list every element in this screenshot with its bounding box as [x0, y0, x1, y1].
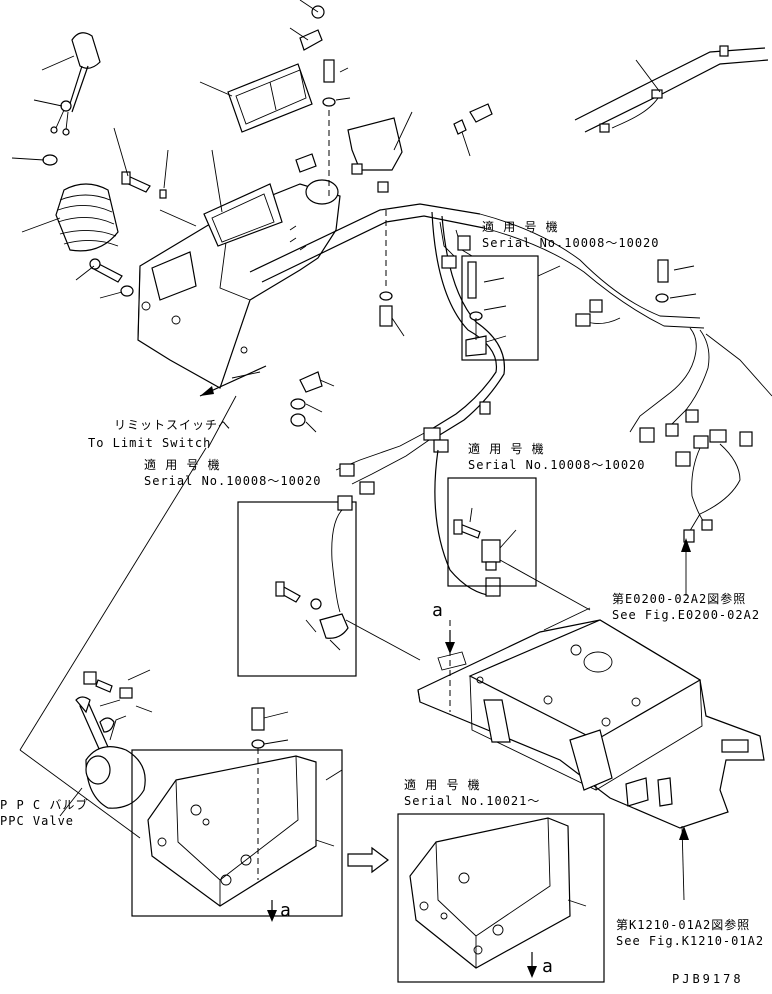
applicable-models-label-4: 適 用 号 機	[404, 778, 481, 792]
drawing-code: PJB9178	[672, 972, 744, 986]
pointer-to-limit-switch	[199, 365, 267, 397]
nut-left	[11, 154, 58, 166]
harness-detail-top-right	[574, 45, 769, 133]
reference-k1210-jp: 第K1210-01A2図参照	[616, 918, 751, 932]
console-cover	[137, 149, 341, 389]
serial-range-label-3: Serial No.10008～10020	[144, 474, 322, 488]
serial-range-label-1: Serial No.10008～10020	[482, 236, 660, 250]
bolt-vertical-top	[322, 59, 351, 200]
small-clip-near-console	[295, 153, 317, 173]
serial-range-label-4: Serial No.10021～	[404, 794, 541, 808]
marker-a-arrow-top	[445, 630, 455, 654]
reference-e0200-jp: 第E0200-02A2図参照	[612, 592, 747, 606]
bolt-washer-left	[75, 258, 134, 299]
limit-switch-label-jp: リミットスイッチへ	[114, 418, 232, 432]
display-panel	[199, 63, 313, 133]
reference-e0200-en: See Fig.E0200-02A2	[612, 608, 761, 622]
detail-box-lower-left	[131, 707, 343, 922]
marker-a-lower-left: a	[280, 900, 291, 921]
bolt-center-top	[113, 127, 169, 199]
serial-range-label-2: Serial No.10008～10020	[468, 458, 646, 472]
ppc-valve-label-jp: P P C バルブ	[0, 798, 89, 812]
detail-box-serial-2	[447, 477, 591, 611]
bolt-washer-right	[655, 259, 697, 303]
detail-box-serial-3	[237, 495, 421, 677]
bracket-harness-clamp	[347, 103, 493, 193]
clip-bracket-lower	[290, 371, 335, 433]
detail-box-serial-1	[461, 255, 561, 361]
marker-a-top: a	[432, 600, 443, 621]
leader-lines	[19, 395, 687, 839]
reference-k1210-en: See Fig.K1210-01A2	[616, 934, 765, 948]
applicable-models-label-1: 適 用 号 機	[482, 220, 559, 234]
ppc-valve-assembly	[75, 669, 153, 809]
detail-box-serial-10021	[397, 813, 605, 983]
lever-knob	[33, 32, 101, 136]
small-bolt-top	[299, 0, 325, 19]
wiring-harness-main	[249, 203, 772, 597]
bracket-plate-top	[289, 27, 323, 51]
limit-switch-label-en: To Limit Switch	[88, 436, 212, 450]
applicable-models-label-2: 適 用 号 機	[468, 442, 545, 456]
marker-a-lower-right: a	[542, 956, 553, 977]
rubber-boot	[21, 183, 119, 252]
variant-arrow	[347, 846, 389, 874]
applicable-models-label-3: 適 用 号 機	[144, 458, 221, 472]
bolt-washer-mid	[379, 210, 405, 337]
ppc-valve-label-en: PPC Valve	[0, 814, 75, 828]
